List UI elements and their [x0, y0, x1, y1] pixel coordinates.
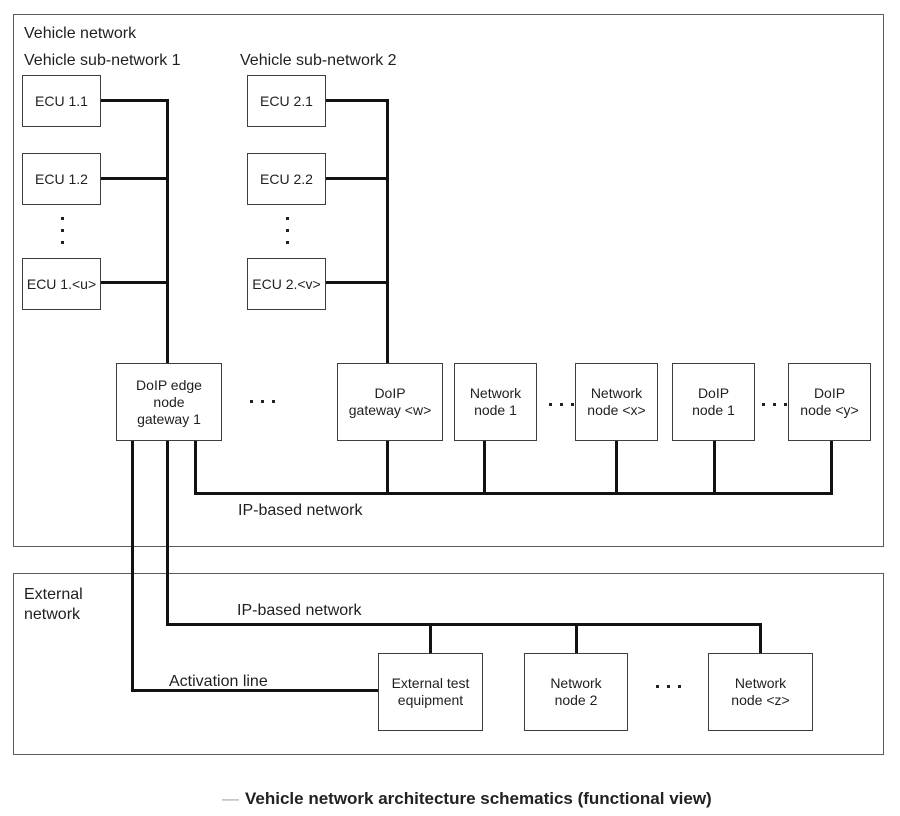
external-ip-bus-line [166, 623, 762, 626]
network-node-1-node: Network node 1 [454, 363, 537, 441]
network-node-1-label-line1: Network [469, 385, 522, 401]
ecu-1-1-label: ECU 1.1 [35, 92, 88, 109]
activation-line-vertical [131, 441, 134, 692]
doip-node-1-label-line2: node 1 [692, 402, 735, 418]
network-node-2-label-line2: node 2 [554, 692, 598, 708]
network-node-2-node: Network node 2 [524, 653, 628, 731]
network-node-2-label-line1: Network [550, 675, 602, 691]
gateways-ellipsis [250, 400, 275, 403]
doip-node-y-node: DoIP node <y> [788, 363, 871, 441]
network-node-x-label-line1: Network [590, 385, 643, 401]
external-network-title-line2: network [24, 606, 81, 623]
ecu-2-2-label: ECU 2.2 [260, 170, 313, 187]
network-node-2-drop-line [575, 626, 578, 653]
ecu-1-u-connector-line [101, 281, 169, 284]
external-network-title: External network [24, 585, 83, 625]
doip-edge-gateway-label-line2: node [153, 393, 185, 410]
doip-gateway-w-label-line2: gateway <w> [348, 402, 432, 418]
network-node-z-node: Network node <z> [708, 653, 813, 731]
network-node-z-label-line2: node <z> [731, 692, 790, 708]
vehicle-ip-bus-label: IP-based network [238, 502, 363, 519]
ecu-2-2-node: ECU 2.2 [247, 153, 326, 205]
vehicle-ip-bus-line [194, 492, 833, 495]
ecu-1-2-connector-line [101, 177, 169, 180]
doip-node-y-drop-line [830, 441, 833, 495]
caption-dash: — [222, 789, 239, 808]
external-test-equipment-drop-line [429, 626, 432, 653]
subnet1-vertical-ellipsis [61, 217, 64, 244]
ecu-1-u-label: ECU 1.<u> [26, 275, 97, 292]
ecu-1-2-label: ECU 1.2 [35, 170, 88, 187]
ecu-2-1-connector-line [326, 99, 389, 102]
network-node-x-label-line2: node <x> [587, 402, 646, 418]
vehicle-network-box [13, 14, 884, 547]
doip-node-1-node: DoIP node 1 [672, 363, 755, 441]
doip-edge-gateway-label-line3: gateway 1 [137, 410, 201, 427]
external-test-equipment-label-line1: External test [391, 675, 470, 691]
ecu-1-1-node: ECU 1.1 [22, 75, 101, 127]
network-node-x-node: Network node <x> [575, 363, 658, 441]
external-network-box [13, 573, 884, 755]
ecu-2-v-label: ECU 2.<v> [252, 275, 321, 292]
vehicle-network-title: Vehicle network [24, 25, 137, 42]
ecu-2-1-node: ECU 2.1 [247, 75, 326, 127]
external-nodes-ellipsis [656, 685, 681, 688]
subnet2-title: Vehicle sub-network 2 [240, 52, 397, 69]
doip-node-1-drop-line [713, 441, 716, 495]
subnet1-bus-line [166, 99, 169, 363]
doip-gateway-w-drop-line [386, 441, 389, 495]
doip-edge-gateway-node: DoIP edge node gateway 1 [116, 363, 222, 441]
ecu-2-v-node: ECU 2.<v> [247, 258, 326, 310]
network-node-1-label-line2: node 1 [474, 402, 517, 418]
doip-nodes-ellipsis [762, 403, 787, 406]
external-test-equipment-label-line2: equipment [397, 692, 464, 708]
figure-caption: — Vehicle network architecture schematic… [222, 789, 712, 809]
subnet2-bus-line [386, 99, 389, 363]
network-node-x-drop-line [615, 441, 618, 495]
doip-gateway-w-label-line1: DoIP [374, 385, 406, 401]
external-test-equipment-node: External test equipment [378, 653, 483, 731]
doip-node-y-label-line2: node <y> [800, 402, 859, 418]
doip-node-1-label-line1: DoIP [697, 385, 730, 401]
ecu-2-1-label: ECU 2.1 [260, 92, 313, 109]
doip-gateway-w-node: DoIP gateway <w> [337, 363, 443, 441]
ecu-2-2-connector-line [326, 177, 389, 180]
network-node-z-label-line1: Network [734, 675, 787, 691]
subnet1-title: Vehicle sub-network 1 [24, 52, 181, 69]
external-ip-bus-label: IP-based network [237, 602, 362, 619]
subnet2-vertical-ellipsis [286, 217, 289, 244]
caption-title: Vehicle network architecture schematics … [245, 789, 712, 808]
network-nodes-ellipsis [549, 403, 574, 406]
ecu-1-1-connector-line [101, 99, 169, 102]
doip-node-y-label-line1: DoIP [813, 385, 846, 401]
activation-line-horizontal [131, 689, 379, 692]
network-node-1-drop-line [483, 441, 486, 495]
edge-gateway-ip-stub-line [194, 441, 197, 495]
ecu-2-v-connector-line [326, 281, 389, 284]
activation-line-label: Activation line [169, 673, 268, 690]
ecu-1-u-node: ECU 1.<u> [22, 258, 101, 310]
ecu-1-2-node: ECU 1.2 [22, 153, 101, 205]
network-node-z-drop-line [759, 623, 762, 653]
external-ip-vertical-line [166, 441, 169, 626]
external-network-title-line1: External [24, 586, 83, 603]
doip-edge-gateway-label-line1: DoIP edge [136, 376, 202, 393]
